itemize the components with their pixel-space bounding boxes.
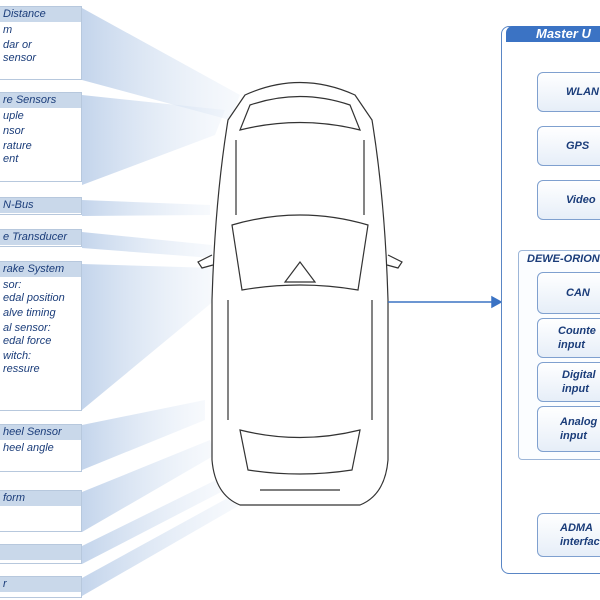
sensor-panel-header: Distance (0, 7, 81, 22)
sensor-panel: heel Sensor heel angle (0, 424, 82, 472)
ray-transducer (82, 232, 212, 258)
ray-temperature (82, 95, 225, 185)
sensor-panel-item: nsor (3, 125, 25, 137)
sensor-panel-header (0, 545, 81, 560)
sensor-panel-header: rake System (0, 262, 81, 277)
sensor-panel-item: sor: edal position (3, 279, 65, 304)
sensor-panel-header: form (0, 491, 81, 506)
sensor-panel-header: re Sensors (0, 93, 81, 108)
adma-interface-button[interactable]: ADMA interface (537, 513, 600, 557)
counter-input-button[interactable]: Counte input (537, 318, 600, 358)
sensor-panel: form (0, 490, 82, 532)
sensor-panel-item: heel angle (3, 442, 54, 454)
can-button[interactable]: CAN (537, 272, 600, 314)
video-button[interactable]: Video (537, 180, 600, 220)
ray-wheel (82, 400, 205, 470)
sensor-panel-item: witch: ressure (3, 350, 40, 375)
sensor-panel-item: dar or sensor (3, 39, 37, 64)
digital-input-button[interactable]: Digital input (537, 362, 600, 402)
ray-h (82, 478, 225, 564)
sensor-panel-item: rature ent (3, 140, 32, 165)
analog-input-button[interactable]: Analog input (537, 406, 600, 452)
sensor-panel: N-Bus (0, 197, 82, 215)
ray-canbus (82, 200, 210, 216)
sensor-panel (0, 544, 82, 564)
sensor-panel-item: alve timing (3, 307, 56, 319)
sensor-panel: r (0, 576, 82, 598)
sensor-panel: e Transducer (0, 229, 82, 247)
gps-button[interactable]: GPS (537, 126, 600, 166)
sensor-panel: re Sensors uple nsor rature ent (0, 92, 82, 182)
sensor-panel-header: N-Bus (0, 198, 81, 213)
sensor-panel-item: m (3, 24, 13, 36)
ray-distance (82, 8, 240, 120)
sensor-panel-header: r (0, 577, 81, 592)
sensor-panel-header: heel Sensor (0, 425, 81, 440)
sensor-panel-item: uple (3, 110, 24, 122)
signal-arrow (388, 295, 503, 309)
dewe-orion-title: DEWE-ORION (527, 253, 600, 265)
sensor-panel: Distance m dar or sensor (0, 6, 82, 80)
ray-i (82, 494, 240, 596)
car-top-view (197, 82, 403, 506)
sensor-panel-item: al sensor: edal force (3, 322, 52, 347)
ray-platform (82, 440, 215, 532)
master-unit-title: Master U (506, 26, 600, 42)
sensor-panel: rake System sor: edal position alve timing… (0, 261, 82, 411)
ray-brake (82, 264, 215, 410)
sensor-panel-header: e Transducer (0, 230, 81, 245)
wlan-button[interactable]: WLAN (537, 72, 600, 112)
